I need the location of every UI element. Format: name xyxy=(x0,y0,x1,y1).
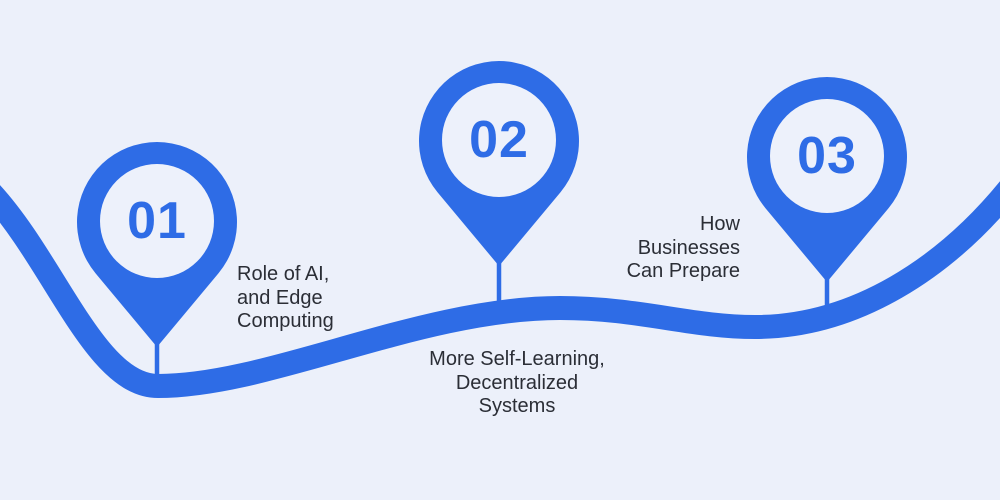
step-label-1-line-2: and Edge xyxy=(237,286,323,309)
step-number-1: 01 xyxy=(127,192,187,250)
step-label-1-line-3: Computing xyxy=(237,310,334,332)
step-label-2: More Self-Learning, Decentralized System… xyxy=(367,348,667,419)
pin-marker-2 xyxy=(419,61,579,304)
step-label-3-line-2: Businesses xyxy=(637,236,740,259)
step-label-2-line-2: Decentralized xyxy=(455,371,579,394)
step-number-3: 03 xyxy=(797,127,857,185)
step-label-1-line-1: Role of AI, xyxy=(237,263,330,285)
pin-1-inner-circle xyxy=(100,164,214,278)
pin-3-inner-circle xyxy=(770,99,884,213)
pin-2-inner-circle xyxy=(442,83,556,197)
step-label-3-line-1: How xyxy=(699,213,740,235)
step-label-3: How Businesses Can Prepare xyxy=(490,213,740,284)
step-label-2-line-3: Systems xyxy=(478,395,556,417)
step-number-2: 02 xyxy=(469,111,529,169)
timeline-wave-path xyxy=(0,181,1000,399)
pin-marker-3 xyxy=(747,77,907,318)
step-label-3-line-3: Can Prepare xyxy=(626,260,740,282)
step-label-2-line-1: More Self-Learning, xyxy=(429,348,605,370)
step-label-1: Role of AI, and Edge Computing xyxy=(237,263,417,334)
pin-marker-1 xyxy=(77,142,238,383)
